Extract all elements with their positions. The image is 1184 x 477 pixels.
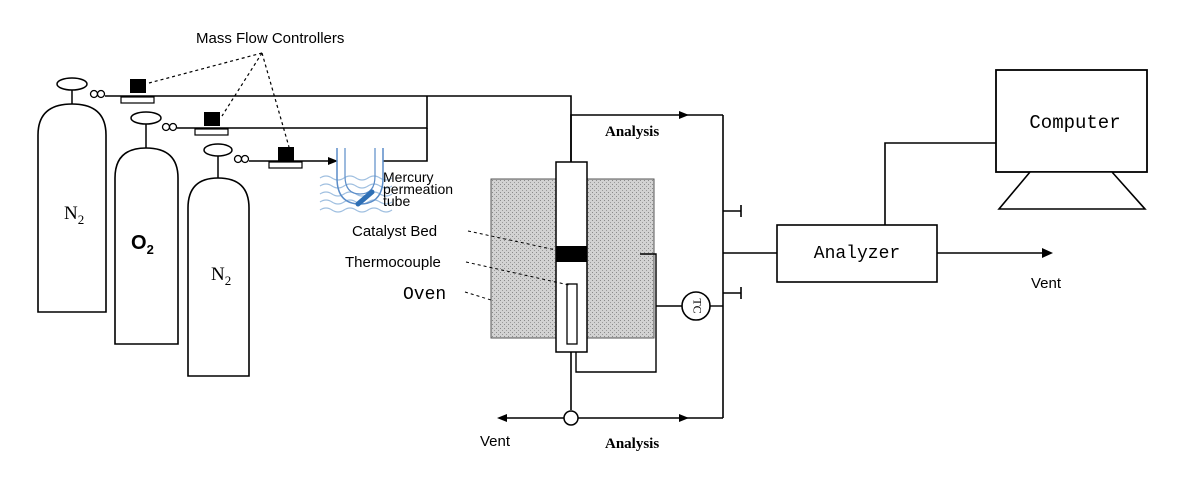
analysis-lines <box>505 114 777 419</box>
n2-cylinder-1: N2 <box>37 77 107 313</box>
n2-cylinder-2: N2 <box>187 143 250 377</box>
oven-leader <box>464 291 492 301</box>
cylinder-1-regulator-a <box>89 89 99 99</box>
computer-monitor <box>995 69 1148 173</box>
tc-controller <box>681 291 711 321</box>
thermocouple-well <box>566 283 578 345</box>
mfc-2 <box>194 112 229 136</box>
reactor-top-outlet <box>570 114 684 162</box>
thermocouple-loop <box>575 253 723 373</box>
mfc-1 <box>120 79 155 104</box>
tube-inner <box>344 148 376 195</box>
mercury-tube-element <box>355 189 375 207</box>
analyzer-box <box>776 224 938 283</box>
thermocouple-label: Thermocouple <box>345 254 441 271</box>
cylinder-3-regulator-b <box>240 154 250 164</box>
cylinder-1-regulator-b <box>96 89 106 99</box>
vent-bottom-label: Vent <box>480 433 511 450</box>
cylinder-3-handle <box>203 143 233 157</box>
cylinder-1-handle <box>56 77 88 91</box>
cylinder-2-handle <box>130 111 162 125</box>
analyzer-label: Analyzer <box>814 244 900 264</box>
cylinder-3-regulator-a <box>233 154 243 164</box>
cylinder-2-regulator-b <box>168 122 178 132</box>
analysis-top-label: Analysis <box>605 124 659 140</box>
three-way-valve <box>563 410 579 426</box>
cylinder-2-body <box>114 147 179 345</box>
tc-label: TC <box>690 298 704 313</box>
mercury-permeation-tube <box>319 148 393 213</box>
analyzer-computer-link <box>884 142 996 225</box>
vent-bottom-arrow <box>497 414 507 422</box>
computer-label: Computer <box>1029 112 1120 134</box>
line-mercury-out <box>383 128 428 162</box>
cylinder-2-regulator-a <box>161 122 171 132</box>
computer-stand <box>997 171 1147 210</box>
mercury-inlet-arrow <box>328 157 338 165</box>
analysis-bottom-arrow <box>679 414 689 422</box>
vent-right-arrow <box>1042 248 1053 258</box>
mfc-leader-lines <box>148 52 290 148</box>
catalyst-bed <box>556 246 587 262</box>
analysis-bottom-label: Analysis <box>605 436 659 452</box>
cylinder-2-label: O2 <box>131 232 154 257</box>
mercury-label: Mercury permeation tube <box>383 169 457 209</box>
cylinder-1-label: N2 <box>64 203 84 227</box>
analysis-top-arrow <box>679 111 689 119</box>
cylinder-3-label: N2 <box>211 264 231 288</box>
cylinder-3-body <box>187 177 250 377</box>
vent-right-label: Vent <box>1031 275 1062 292</box>
mfc-3 <box>268 147 303 169</box>
catalyst-bed-label: Catalyst Bed <box>352 223 437 240</box>
cylinder-1-body <box>37 103 107 313</box>
o2-cylinder: O2 <box>114 111 179 345</box>
mfc-label: Mass Flow Controllers <box>196 30 344 47</box>
oven-label: Oven <box>403 285 446 305</box>
